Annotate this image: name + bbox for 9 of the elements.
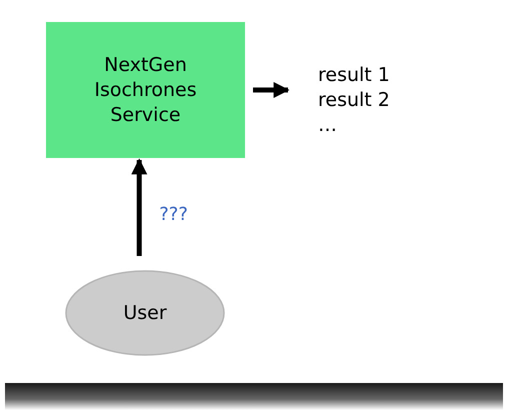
result-text: … bbox=[318, 112, 337, 138]
service-title: NextGen Isochrones Service bbox=[93, 52, 198, 128]
result-text: result 1 bbox=[318, 62, 390, 88]
arrow bbox=[131, 158, 148, 256]
edge-label: ??? bbox=[159, 204, 188, 225]
actor-label: User bbox=[123, 300, 167, 326]
service-box bbox=[46, 22, 245, 158]
result-text: result 2 bbox=[318, 88, 390, 112]
arrow bbox=[253, 82, 290, 98]
